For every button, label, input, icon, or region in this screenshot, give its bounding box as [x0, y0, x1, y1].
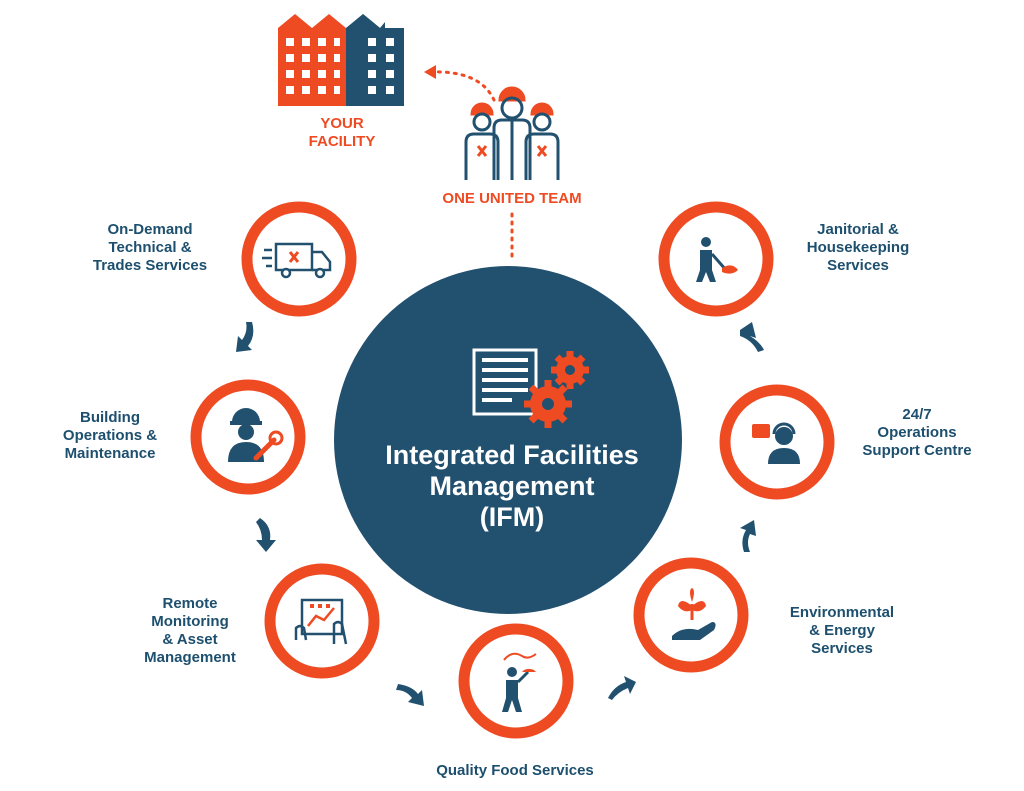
- service-ring-building-ops: [190, 379, 306, 495]
- team-label: ONE UNITED TEAM: [442, 190, 582, 207]
- janitor-mop-icon: [696, 237, 738, 282]
- flow-arrow-6: [740, 322, 764, 352]
- service-ring-remote-monitoring: [264, 563, 380, 679]
- flow-arrow-5: [740, 520, 756, 552]
- hand-plant-icon: [672, 588, 716, 640]
- team-workers-icon: [464, 86, 560, 180]
- headset-agent-icon: [752, 422, 800, 464]
- delivery-truck-icon: [262, 242, 332, 279]
- flow-arrow-4: [608, 676, 636, 700]
- service-label-janitorial: Janitorial & Housekeeping Services: [806, 221, 910, 274]
- service-ring-food: [458, 623, 574, 739]
- center-title: Integrated Facilities Management (IFM): [385, 440, 639, 532]
- worker-wrench-icon: [228, 408, 284, 462]
- service-label-on-demand: On-Demand Technical & Trades Services: [92, 221, 208, 274]
- flow-arrow-2: [256, 518, 276, 552]
- waiter-tray-icon: [502, 652, 537, 712]
- building-gears-icon: [472, 348, 589, 428]
- flow-arrow-3: [396, 684, 424, 706]
- facility-label: YOUR FACILITY: [308, 115, 376, 150]
- service-label-food: Quality Food Services: [436, 762, 594, 779]
- service-ring-environmental: [633, 557, 749, 673]
- service-label-building-ops: Building Operations & Maintenance: [62, 409, 158, 462]
- service-label-environmental: Environmental & Energy Services: [789, 604, 895, 657]
- service-ring-operations-centre: [719, 384, 835, 500]
- flow-arrows: [236, 322, 764, 706]
- team-to-facility-arrow: [424, 65, 496, 102]
- building-icon: [278, 14, 404, 106]
- service-ring-on-demand: [241, 201, 357, 317]
- service-label-operations-centre: 24/7 Operations Support Centre: [862, 406, 972, 459]
- flow-arrow-1: [236, 322, 254, 352]
- tablet-touch-icon: [294, 598, 348, 645]
- center-circle: [334, 266, 682, 614]
- service-label-remote-monitoring: Remote Monitoring & Asset Management: [144, 595, 236, 666]
- service-ring-janitorial: [658, 201, 774, 317]
